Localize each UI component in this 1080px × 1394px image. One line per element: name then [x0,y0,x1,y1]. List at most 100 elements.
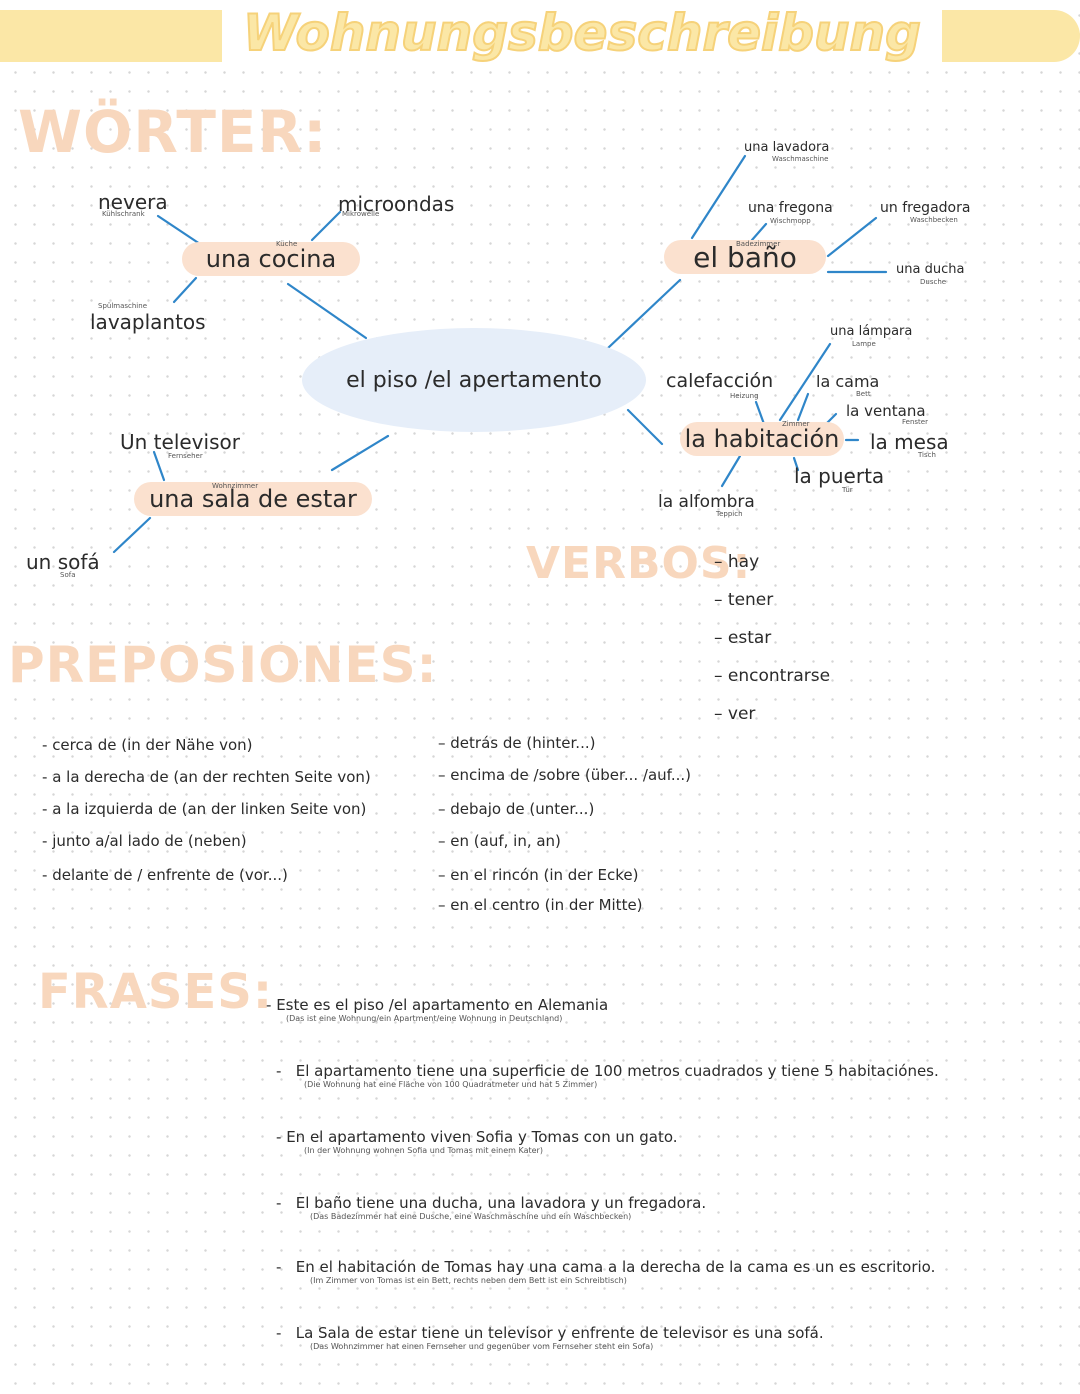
preposition-text: delante de / enfrente de (vor...) [52,866,288,884]
word-puerta: la puerta [794,464,885,488]
node-habitacion-label: la habitación [684,425,840,453]
sentence-spanish: La Sala de estar tiene un televisor y en… [295,1324,824,1342]
preposition-item: – encima de /sobre (über... /auf...) [438,766,691,784]
sentence-item: - En el apartamento viven Sofia y Tomas … [276,1128,678,1155]
word-sofa: un sofá [26,550,100,574]
preposition-item: – en (auf, in, an) [438,832,561,850]
node-sala: una sala de estar [134,482,372,516]
sentence-german: (In der Wohnung wohnen Sofia und Tomas m… [304,1146,543,1155]
preposition-text: en el rincón (in der Ecke) [450,866,639,884]
node-habitacion: la habitación [680,422,844,456]
word-alfombra-translation: Teppich [716,510,743,518]
node-cocina-translation: Küche [276,240,298,248]
word-alfombra: la alfombra [658,492,755,512]
node-bano-translation: Badezimmer [736,240,781,248]
sentence-spanish: En el habitación de Tomas hay una cama a… [295,1258,936,1276]
sentence-german: (Die Wohnung hat eine Fläche von 100 Qua… [304,1080,598,1089]
node-cocina: una cocina [182,242,360,276]
sentence-german: (Das Badezimmer hat eine Dusche, eine Wa… [310,1212,632,1221]
node-bano: el baño [664,240,826,274]
word-televisor: Un televisor [120,430,240,454]
sentence-item: - En el habitación de Tomas hay una cama… [276,1258,936,1285]
word-ventana-translation: Fenster [902,418,928,426]
sentence-item: - El baño tiene una ducha, una lavadora … [276,1194,707,1221]
word-ducha-translation: Dusche [920,278,947,286]
word-ducha: una ducha [896,262,965,277]
word-calefaccion-translation: Heizung [730,392,759,400]
sentence-spanish: El baño tiene una ducha, una lavadora y … [295,1194,707,1212]
preposition-item: - delante de / enfrente de (vor...) [42,866,288,884]
verb-item: – ver [714,704,756,724]
preposition-text: en (auf, in, an) [450,832,561,850]
verb-item: – hay [714,552,760,572]
section-title-preposiones: PREPOSIONES: [8,636,438,694]
preposition-text: a la derecha de (an der rechten Seite vo… [52,768,371,786]
preposition-text: cerca de (in der Nähe von) [52,736,253,754]
preposition-item: - cerca de (in der Nähe von) [42,736,253,754]
verb-item: – tener [714,590,774,610]
word-lampara-translation: Lampe [852,340,876,348]
sentence-german: (Das ist eine Wohnung/ein Apartment/eine… [286,1014,563,1023]
word-fregadora: un fregadora [880,200,971,216]
preposition-item: – debajo de (unter...) [438,800,595,818]
word-fregona: una fregona [748,200,833,216]
section-title-verbos: VERBOS: [526,538,752,589]
word-cama: la cama [816,372,880,391]
verb-text: ver [727,704,756,724]
preposition-text: en el centro (in der Mitte) [450,896,643,914]
word-nevera: nevera [98,190,168,214]
preposition-item: – en el rincón (in der Ecke) [438,866,639,884]
word-lampara: una lámpara [830,324,913,339]
sentence-spanish: Este es el piso /el apartamento en Alema… [276,996,609,1014]
node-cocina-label: una cocina [205,245,337,273]
preposition-item: – detrás de (hinter...) [438,734,596,752]
word-mesa-translation: Tisch [918,451,936,459]
preposition-text: encima de /sobre (über... /auf...) [450,766,691,784]
word-lavadora: una lavadora [744,140,830,155]
sentence-german: (Im Zimmer von Tomas ist ein Bett, recht… [310,1276,627,1285]
verb-text: hay [727,552,760,572]
sentence-german: (Das Wohnzimmer hat einen Fernseher und … [310,1342,654,1351]
sentence-spanish: El apartamento tiene una superficie de 1… [295,1062,939,1080]
preposition-text: detrás de (hinter...) [450,734,596,752]
preposition-item: - a la derecha de (an der rechten Seite … [42,768,371,786]
word-ventana: la ventana [846,402,926,420]
sentence-item: - El apartamento tiene una superficie de… [276,1062,939,1089]
word-lavaplantos: lavaplantos [90,310,206,334]
node-habitacion-translation: Zimmer [782,420,810,428]
verb-item: – estar [714,628,772,648]
word-nevera-translation: Kühlschrank [102,210,145,218]
preposition-item: - junto a/al lado de (neben) [42,832,247,850]
node-bano-label: el baño [693,240,797,274]
center-label: el piso /el apertamento [346,367,602,393]
word-calefaccion: calefacción [666,370,774,392]
section-title-frases: FRASES: [38,964,274,1020]
verb-item: – encontrarse [714,666,831,686]
sentence-spanish: En el apartamento viven Sofia y Tomas co… [286,1128,678,1146]
node-sala-translation: Wohnzimmer [212,482,259,490]
word-sofa-translation: Sofa [60,571,76,579]
verb-text: estar [727,628,772,648]
preposition-text: debajo de (unter...) [450,800,595,818]
preposition-text: junto a/al lado de (neben) [52,832,247,850]
word-cama-translation: Bett [856,390,871,398]
preposition-text: a la izquierda de (an der linken Seite v… [52,800,367,818]
word-mesa: la mesa [870,430,949,454]
preposition-item: - a la izquierda de (an der linken Seite… [42,800,367,818]
verb-text: tener [727,590,774,610]
word-puerta-translation: Tür [842,486,853,494]
word-fregadora-translation: Waschbecken [910,216,958,224]
section-title-woerter: WÖRTER: [18,98,328,166]
page-title: Wohnungsbeschreibung [222,2,942,64]
word-lavadora-translation: Waschmaschine [772,155,829,163]
word-lavaplantos-translation: Spülmaschine [98,302,147,310]
word-microondas-translation: Mikrowelle [342,210,380,218]
sentence-item: - La Sala de estar tiene un televisor y … [276,1324,824,1351]
word-fregona-translation: Wischmopp [770,217,811,225]
word-televisor-translation: Fernseher [168,452,203,460]
preposition-item: – en el centro (in der Mitte) [438,896,643,914]
mindmap-center: el piso /el apertamento [302,328,646,432]
verb-text: encontrarse [727,666,831,686]
word-microondas: microondas [338,192,455,216]
node-sala-label: una sala de estar [149,485,357,513]
